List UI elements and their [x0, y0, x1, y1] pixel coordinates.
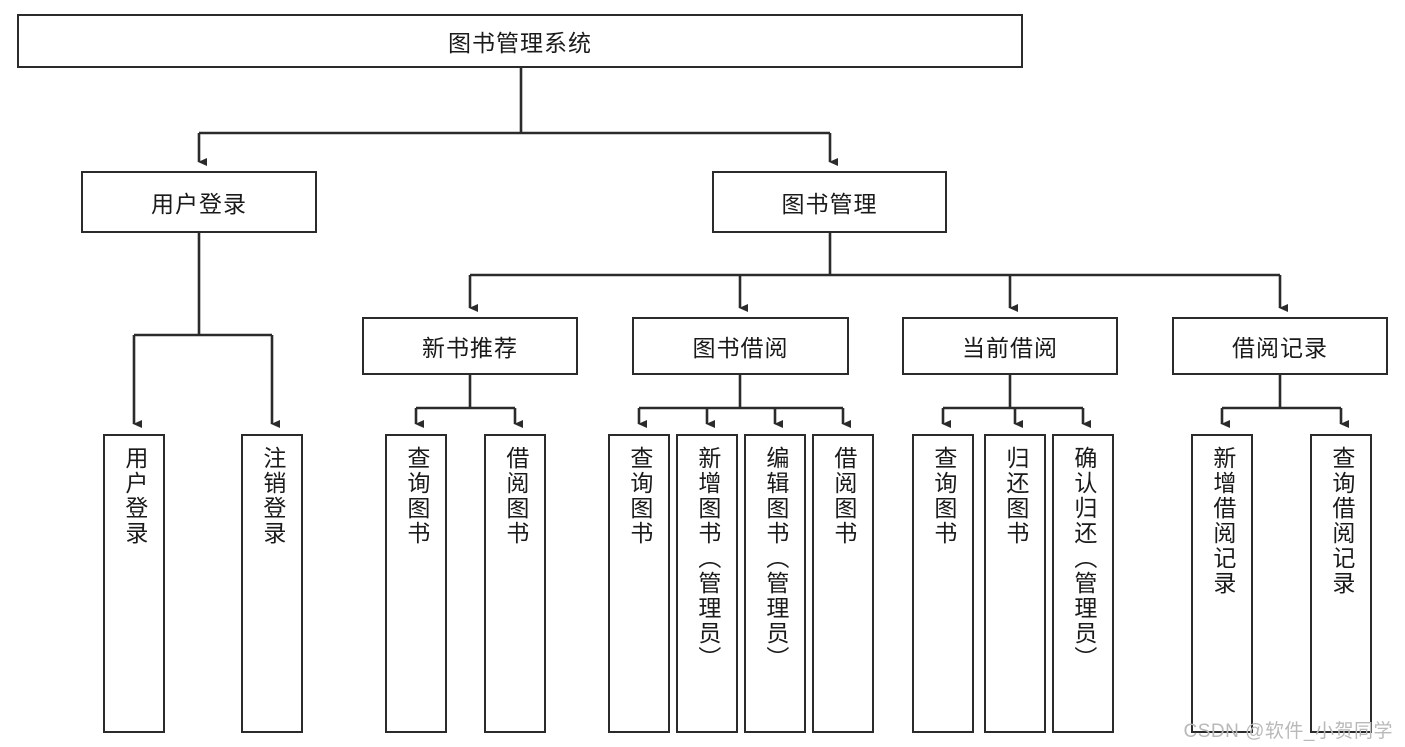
leaf-query-book-under-recommend[interactable]: 查询图书	[385, 434, 447, 733]
node-label: 用户登录	[121, 446, 148, 546]
node-label: 确认归还（管理员）	[1070, 446, 1097, 671]
csdn-watermark: CSDN @软件_小贺同学	[1183, 721, 1393, 742]
node-user-login[interactable]: 用户登录	[81, 171, 317, 233]
node-label: 借阅记录	[1232, 335, 1328, 361]
leaf-query-book-under-current[interactable]: 查询图书	[912, 434, 974, 733]
leaf-query-book-under-borrow[interactable]: 查询图书	[608, 434, 670, 733]
node-label: 当前借阅	[962, 335, 1058, 361]
node-book-borrow[interactable]: 图书借阅	[632, 317, 849, 375]
node-current-borrow[interactable]: 当前借阅	[902, 317, 1118, 375]
node-new-book-recommend[interactable]: 新书推荐	[362, 317, 578, 375]
leaf-user-login[interactable]: 用户登录	[103, 434, 165, 733]
node-label: 新增借阅记录	[1209, 446, 1236, 596]
node-label: 图书管理	[781, 191, 878, 217]
node-book-manage[interactable]: 图书管理	[712, 171, 947, 233]
node-label: 查询图书	[626, 446, 653, 546]
leaf-borrow-book-under-recommend[interactable]: 借阅图书	[484, 434, 546, 733]
node-label: 图书管理系统	[448, 30, 592, 56]
node-label: 查询借阅记录	[1328, 446, 1355, 596]
leaf-return-book[interactable]: 归还图书	[984, 434, 1046, 733]
node-label: 借阅图书	[830, 446, 857, 546]
node-label: 归还图书	[1002, 446, 1029, 546]
node-label: 新书推荐	[422, 335, 518, 361]
leaf-edit-book-admin[interactable]: 编辑图书（管理员）	[744, 434, 806, 733]
leaf-borrow-book-under-borrow[interactable]: 借阅图书	[812, 434, 874, 733]
node-label: 查询图书	[403, 446, 430, 546]
node-label: 查询图书	[930, 446, 957, 546]
leaf-add-book-admin[interactable]: 新增图书（管理员）	[676, 434, 738, 733]
leaf-confirm-return-admin[interactable]: 确认归还（管理员）	[1052, 434, 1114, 733]
node-label: 借阅图书	[502, 446, 529, 546]
node-label: 新增图书（管理员）	[694, 446, 721, 671]
node-label: 编辑图书（管理员）	[762, 446, 789, 671]
leaf-add-borrow-record[interactable]: 新增借阅记录	[1191, 434, 1253, 733]
node-label: 注销登录	[259, 446, 286, 546]
node-label: 图书借阅	[692, 335, 789, 361]
node-root-system[interactable]: 图书管理系统	[17, 14, 1023, 68]
node-borrow-record[interactable]: 借阅记录	[1172, 317, 1388, 375]
node-label: 用户登录	[151, 191, 247, 217]
leaf-query-borrow-record[interactable]: 查询借阅记录	[1310, 434, 1372, 733]
leaf-user-logout[interactable]: 注销登录	[241, 434, 303, 733]
